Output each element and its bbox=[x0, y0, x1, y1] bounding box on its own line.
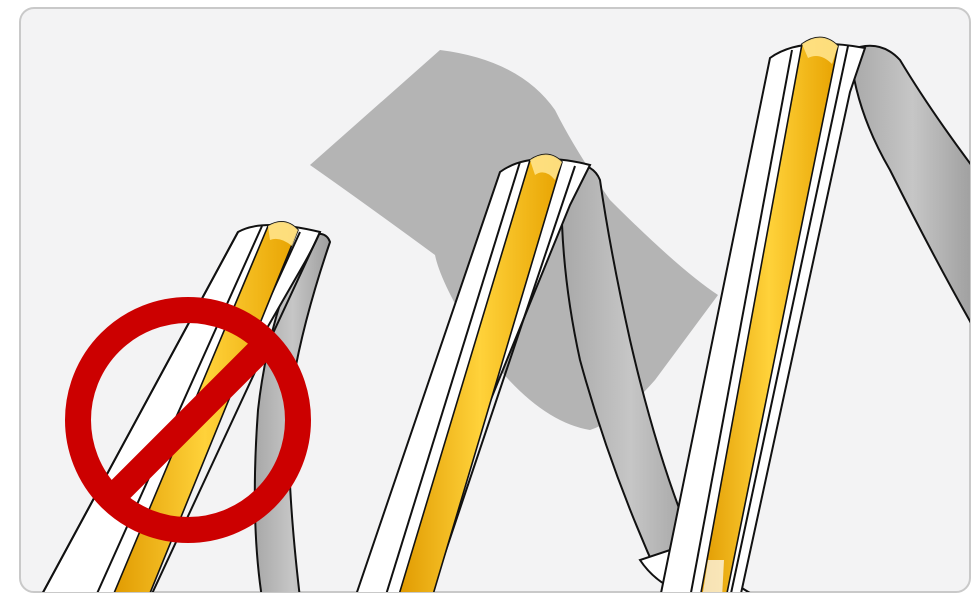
led-strip-bending-diagram bbox=[0, 0, 974, 598]
illustration-frame bbox=[0, 0, 974, 598]
